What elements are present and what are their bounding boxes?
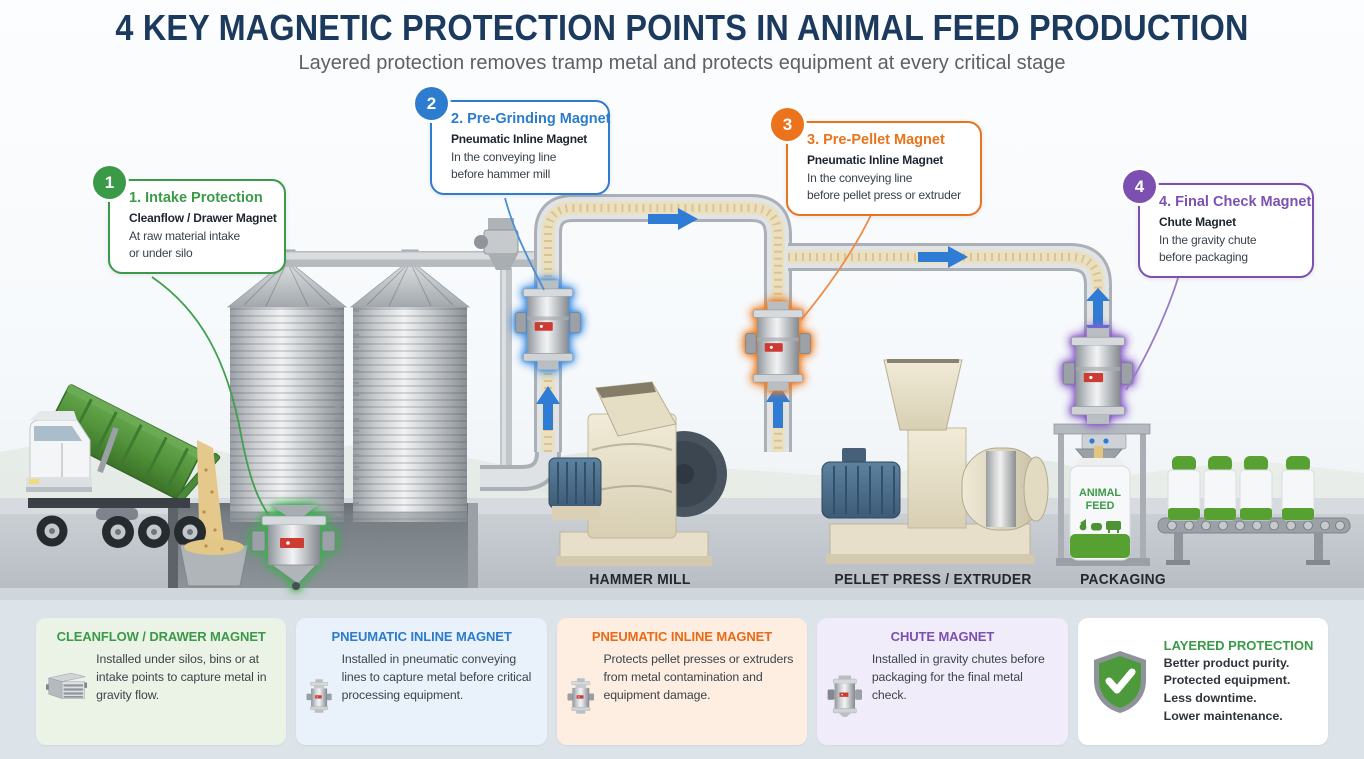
chute-magnet-final-check (1062, 327, 1134, 425)
card-5-line2: Protected equipment. (1163, 673, 1291, 688)
card-cleanflow-drawer-magnet: CLEANFLOW / DRAWER MAGNET Installed un (36, 618, 287, 745)
legend-cards: CLEANFLOW / DRAWER MAGNET Installed un (36, 618, 1329, 745)
card-1-title: CLEANFLOW / DRAWER MAGNET (56, 629, 266, 644)
output-conveyor (1157, 456, 1351, 565)
callout-1-device: Cleanflow / Drawer Magnet (129, 211, 277, 225)
card-2-title: PNEUMATIC INLINE MAGNET (331, 629, 512, 644)
callout-4-line1: In the gravity chute (1159, 233, 1257, 247)
bag-animal-icons (1079, 519, 1121, 533)
pipe-run-2 (788, 243, 1112, 356)
inline-magnet-pre-grinding (515, 279, 581, 371)
card-chute-magnet: CHUTE MAGNET (817, 618, 1068, 745)
callout-1-line1: At raw material intake (129, 229, 240, 243)
callout-intake-protection: 1 1. Intake Protection Cleanflow / Drawe… (93, 166, 286, 274)
card-4-text: Installed in gravity chutes before packa… (871, 652, 1045, 702)
pipe-run-1 (534, 194, 792, 452)
callout-3-device: Pneumatic Inline Magnet (807, 153, 944, 167)
callout-2-title: 2. Pre-Grinding Magnet (451, 111, 611, 127)
card-4-title: CHUTE MAGNET (890, 629, 995, 644)
card-2-text: Installed in pneumatic conveying lines t… (341, 652, 532, 702)
inline-magnet-icon (306, 679, 332, 713)
callout-1-line2: or under silo (129, 246, 193, 261)
step-badge-1: 1 (93, 166, 126, 199)
rotary-airlock (474, 218, 519, 270)
pipe-network (480, 194, 1112, 491)
step-badge-4: 4 (1123, 170, 1156, 203)
card-5-line3: Less downtime. (1163, 691, 1257, 705)
hammer-mill-illustration (548, 381, 727, 566)
callout-pre-grinding: 2 2. Pre-Grinding Magnet Pneumatic Inlin… (415, 87, 611, 195)
feed-bag (1069, 458, 1131, 561)
silo-1 (226, 249, 348, 522)
card-1-text: Installed under silos, bins or at intake… (96, 652, 267, 702)
feed-bag-label: ANIMAL FEED (1079, 487, 1121, 513)
callout-leader-lines (151, 197, 1179, 515)
card-3-text: Protects pellet presses or extruders fro… (603, 652, 794, 702)
callout-2-line1: In the conveying line (451, 150, 557, 164)
step-badge-3: 3 (771, 108, 804, 141)
legend-strip: CLEANFLOW / DRAWER MAGNET Installed un (0, 600, 1364, 759)
drawer-magnet-icon (46, 672, 88, 699)
drawer-magnet-illustration (251, 505, 336, 590)
silo-top-duct (278, 218, 540, 466)
truck (26, 384, 226, 566)
label-pellet-press: PELLET PRESS / EXTRUDER (834, 571, 1032, 588)
truck-hoist (97, 426, 119, 474)
shield-check-icon (1093, 650, 1146, 713)
callout-final-check: 4 4. Final Check Magnet Chute Magnet In … (1123, 170, 1314, 278)
card-layered-protection: LAYERED PROTECTION Better product purity… (1077, 618, 1329, 745)
label-packaging: PACKAGING (1080, 571, 1166, 588)
card-3-title: PNEUMATIC INLINE MAGNET (591, 629, 773, 644)
callout-pre-pellet: 3 3. Pre-Pellet Magnet Pneumatic Inline … (771, 108, 982, 216)
label-hammer-mill: HAMMER MILL (589, 571, 691, 588)
card-pneumatic-inline-magnet-1: PNEUMATIC INLINE MAGNET (296, 618, 547, 745)
silo-2 (349, 249, 471, 522)
page-title: 4 KEY MAGNETIC PROTECTION POINTS IN ANIM… (115, 7, 1249, 48)
flow-arrow-up-1 (536, 386, 560, 430)
card-pneumatic-inline-magnet-2: PNEUMATIC INLINE MAGNET (556, 618, 808, 745)
card-5-line1: Better product purity. (1163, 655, 1290, 670)
callout-4-line2: before packaging (1159, 250, 1248, 265)
page-subtitle: Layered protection removes tramp metal a… (298, 52, 1066, 74)
intake-hopper (179, 539, 249, 587)
pellet-press-illustration (821, 359, 1049, 564)
callout-2-line2: before hammer mill (451, 167, 551, 182)
callout-1-title: 1. Intake Protection (129, 190, 263, 206)
production-line-illustration (0, 194, 1364, 600)
step-badge-2: 2 (415, 87, 448, 120)
callout-2-device: Pneumatic Inline Magnet (451, 132, 588, 146)
packed-bags (1167, 456, 1315, 521)
truck-wheels (36, 515, 206, 548)
flow-arrow-up-2 (766, 384, 790, 428)
card-5-line4: Lower maintenance. (1163, 708, 1283, 723)
chute-magnet-icon (827, 675, 863, 717)
card-5-title: LAYERED PROTECTION (1163, 637, 1314, 653)
callout-3-line1: In the conveying line (807, 171, 913, 185)
callout-4-title: 4. Final Check Magnet (1159, 194, 1312, 210)
inline-magnet-pre-pellet (745, 300, 811, 392)
callout-3-title: 3. Pre-Pellet Magnet (807, 132, 945, 148)
callout-3-line2: before pellet press or extruder (807, 188, 961, 203)
inline-magnet-icon (567, 678, 594, 714)
callout-4-device: Chute Magnet (1159, 215, 1236, 229)
flow-arrow-right-1 (648, 208, 698, 230)
silo-group (226, 249, 471, 522)
flow-arrow-right-2 (918, 246, 968, 268)
